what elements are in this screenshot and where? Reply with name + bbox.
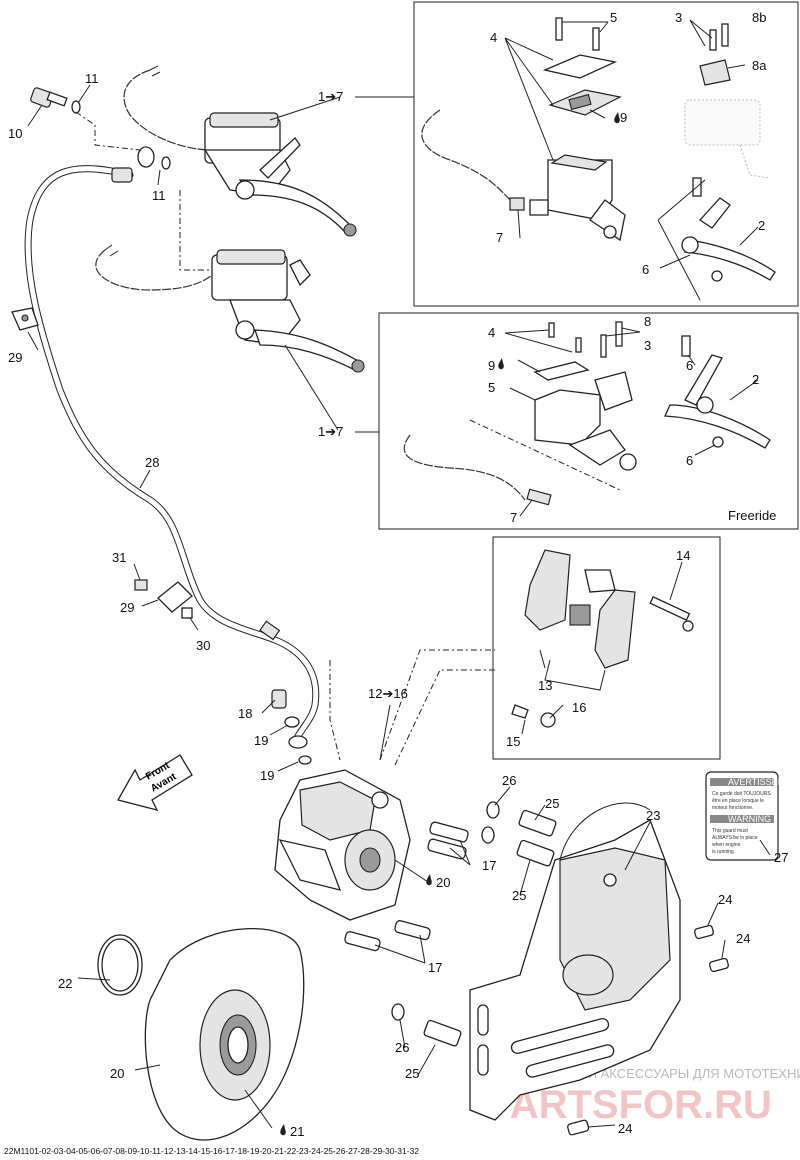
callout-9-b: 9 (488, 358, 495, 373)
warning-text-fr-1: Ce garde doit TOUJOURS (712, 791, 771, 797)
inset-brake-pads-box (492, 536, 721, 760)
callout-10: 10 (8, 126, 22, 141)
callout-5-b: 5 (488, 380, 495, 395)
callout-8b: 8b (752, 10, 766, 25)
brake-hose (24, 165, 320, 744)
callout-25-b: 25 (512, 888, 526, 903)
callout-1to7-top: 1➔7 (318, 89, 343, 104)
callout-13: 13 (538, 678, 552, 693)
callout-6-c: 6 (686, 453, 693, 468)
guard-hardware (391, 801, 729, 1136)
callout-16: 16 (572, 700, 586, 715)
brake-caliper (271, 649, 495, 921)
leader-lines (27, 64, 771, 1129)
inset-master-cylinder-parts (421, 17, 776, 301)
hose-clamp (11, 307, 193, 619)
callout-6-a: 6 (642, 262, 649, 277)
callout-14: 14 (676, 548, 690, 563)
callout-11-a: 11 (85, 71, 99, 86)
callout-15: 15 (506, 734, 520, 749)
callout-30: 30 (196, 638, 210, 653)
callout-7-b: 7 (510, 510, 517, 525)
warning-text-en-1: This guard must (712, 828, 748, 834)
callout-31: 31 (112, 550, 126, 565)
inset-freeride-box (378, 312, 799, 530)
callout-2-a: 2 (758, 218, 765, 233)
callout-24-a: 24 (718, 892, 732, 907)
callout-4-a: 4 (490, 30, 497, 45)
warning-text-en-4: is running. (712, 849, 735, 855)
warning-title-en: WARNING (728, 814, 771, 824)
callout-29-b: 29 (120, 600, 134, 615)
callout-8: 8 (644, 314, 651, 329)
callout-3-b: 3 (644, 338, 651, 353)
warning-title-fr: AVERTISSEMENT (728, 777, 800, 787)
oil-drop-icon (280, 112, 620, 1136)
callout-9-a: 9 (620, 110, 627, 125)
callout-3-a: 3 (675, 10, 682, 25)
warning-text-fr-2: être en place lorsque le (712, 798, 764, 804)
callout-17-b: 17 (428, 960, 442, 975)
master-cylinder-upper (123, 65, 357, 237)
callout-26-a: 26 (502, 773, 516, 788)
inset-master-cylinder-box (413, 1, 799, 307)
inset-brake-pads-parts (511, 549, 694, 728)
callout-26-b: 26 (395, 1040, 409, 1055)
callout-12to16: 12➔16 (368, 686, 408, 701)
banjo-bolt-10 (30, 87, 171, 170)
callout-17-a: 17 (482, 858, 496, 873)
callout-28: 28 (145, 455, 159, 470)
disc-guard (469, 802, 681, 1121)
callout-29-a: 29 (8, 350, 22, 365)
callout-22: 22 (58, 976, 72, 991)
callout-27: 27 (774, 850, 788, 865)
warning-text-en-2: ALWAYS be in place (712, 835, 758, 841)
callout-24-c: 24 (618, 1121, 632, 1136)
callout-6-b: 6 (686, 358, 693, 373)
callout-18: 18 (238, 706, 252, 721)
callout-1to7-mid: 1➔7 (318, 424, 343, 439)
callout-19-a: 19 (254, 733, 268, 748)
callout-19-b: 19 (260, 768, 274, 783)
front-arrow-icon: Front Avant (117, 754, 193, 811)
warning-text-fr-3: moteur fonctionne. (712, 805, 753, 811)
callout-25-c: 25 (405, 1066, 419, 1081)
callouts: 1➔7 1➔7 10 11 11 29 28 31 29 30 18 19 19… (8, 10, 788, 1139)
freeride-label: Freeride (728, 508, 776, 523)
callout-20-caliper: 20 (436, 875, 450, 890)
diagram-code: 22M1101-02-03-04-05-06-07-08-09-10-11-12… (4, 1146, 419, 1156)
callout-21: 21 (290, 1124, 304, 1139)
warning-text-en-3: when engine (712, 842, 741, 848)
inset-freeride-parts (403, 321, 771, 506)
callout-8a: 8a (752, 58, 767, 73)
warning-label: AVERTISSEMENT WARNING Ce garde doit TOUJ… (705, 771, 800, 861)
master-cylinder-lower (95, 190, 365, 373)
callout-24-b: 24 (736, 931, 750, 946)
callout-20: 20 (110, 1066, 124, 1081)
callout-2-b: 2 (752, 372, 759, 387)
callout-4-b: 4 (488, 325, 495, 340)
callout-7-a: 7 (496, 230, 503, 245)
callout-5-a: 5 (610, 10, 617, 25)
brake-disc (97, 927, 305, 1141)
callout-23: 23 (646, 808, 660, 823)
callout-11-b: 11 (152, 188, 166, 203)
callout-25-a: 25 (545, 796, 559, 811)
